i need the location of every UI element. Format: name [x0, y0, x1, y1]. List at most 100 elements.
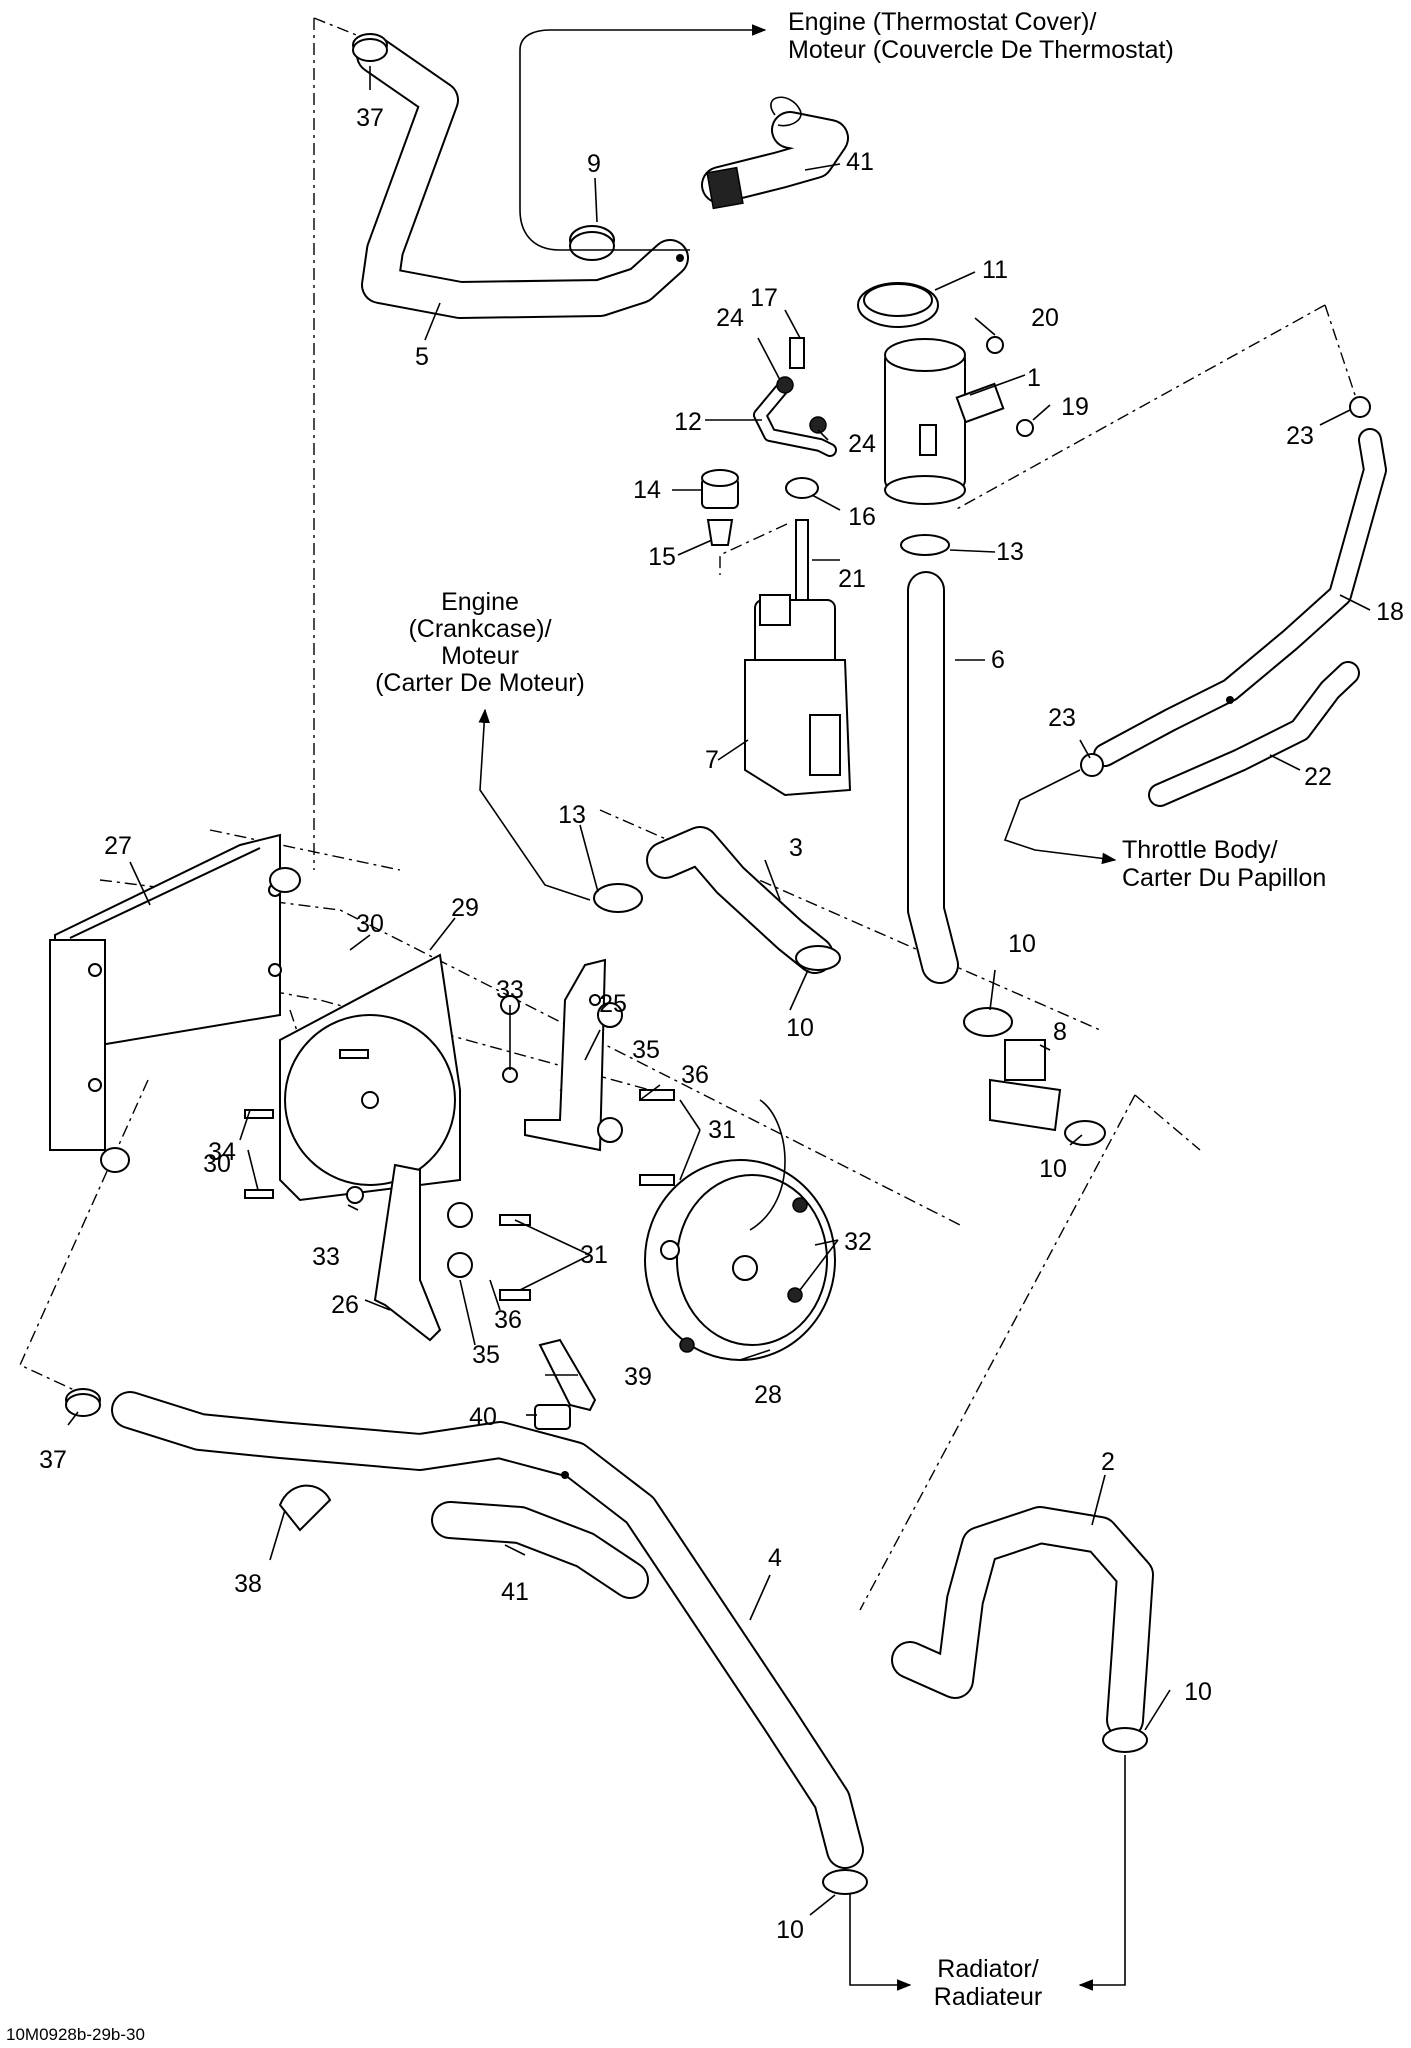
callout-38: 38 — [234, 1570, 262, 1598]
callout-12: 12 — [674, 408, 702, 436]
strainer-15 — [706, 519, 734, 546]
hose-6 — [907, 571, 959, 984]
hose-41-upper — [701, 111, 849, 210]
callouts: 37 41 9 5 11 17 20 24 1 19 12 24 23 14 1… — [39, 104, 1404, 1944]
hose-22 — [1148, 661, 1360, 807]
clamp-37-lower — [65, 1388, 101, 1417]
callout-33-lower: 33 — [312, 1243, 340, 1271]
cap-14 — [701, 469, 739, 509]
callout-14: 14 — [633, 476, 661, 504]
callout-31-upper: 31 — [708, 1116, 736, 1144]
fitting-17 — [789, 337, 805, 369]
hose-3 — [646, 826, 834, 974]
clamp-13-lower — [593, 883, 643, 913]
callout-41-lower: 41 — [501, 1578, 529, 1606]
fan-motor-28 — [644, 1099, 836, 1361]
dest-throttle-line1: Throttle Body/ — [1122, 836, 1278, 864]
dest-thermostat-line2: Moteur (Couvercle De Thermostat) — [788, 36, 1174, 64]
tee-8 — [989, 1039, 1062, 1132]
dest-radiator-line2: Radiateur — [934, 1983, 1042, 2011]
callout-36-upper: 36 — [681, 1061, 709, 1089]
callout-28: 28 — [754, 1381, 782, 1409]
callout-6: 6 — [991, 646, 1005, 674]
dest-crankcase-line4: (Carter De Moteur) — [375, 669, 585, 697]
callout-10-e: 10 — [776, 1916, 804, 1944]
callout-30-lower: 30 — [203, 1150, 231, 1178]
callout-11: 11 — [982, 256, 1008, 284]
bracket-25 — [524, 958, 607, 1152]
hose-18 — [1093, 428, 1387, 767]
screw-20 — [986, 336, 1004, 354]
leader-lines — [67, 66, 1371, 1916]
callout-35-lower: 35 — [472, 1341, 500, 1369]
hose-5 — [356, 36, 689, 319]
reservoir-7 — [744, 594, 852, 797]
callout-5: 5 — [415, 343, 429, 371]
clamp-23-upper — [1349, 396, 1371, 418]
grommet-16 — [785, 477, 819, 499]
callout-7: 7 — [705, 746, 719, 774]
callout-30-upper: 30 — [356, 910, 384, 938]
dashed-reference-lines — [19, 17, 1356, 1611]
callout-23-lower: 23 — [1048, 704, 1076, 732]
callout-23-upper: 23 — [1286, 422, 1314, 450]
callout-36-lower: 36 — [494, 1306, 522, 1334]
clamp-37-upper — [352, 33, 388, 62]
destination-crankcase: Engine (Crankcase)/ Moteur (Carter De Mo… — [375, 588, 585, 697]
callout-37-lower: 37 — [39, 1446, 67, 1474]
callout-16: 16 — [848, 503, 876, 531]
dest-crankcase-line1: Engine — [441, 588, 519, 616]
callout-3: 3 — [789, 834, 803, 862]
clamp-24-lower — [809, 416, 827, 434]
dest-throttle-line2: Carter Du Papillon — [1122, 864, 1326, 892]
callout-9: 9 — [587, 150, 601, 178]
callout-17: 17 — [750, 284, 778, 312]
clamp-41-upper — [770, 96, 802, 127]
callout-18: 18 — [1376, 598, 1404, 626]
clamp-23-lower — [1080, 753, 1104, 777]
hose-2 — [891, 1506, 1154, 1739]
callout-15: 15 — [648, 543, 676, 571]
clip-38 — [278, 1484, 332, 1532]
callout-19: 19 — [1061, 393, 1089, 421]
callout-10-d: 10 — [1184, 1678, 1212, 1706]
callout-24-upper: 24 — [716, 304, 744, 332]
callout-8: 8 — [1053, 1018, 1067, 1046]
dest-crankcase-line2: (Crankcase)/ — [408, 615, 551, 643]
callout-13-upper: 13 — [996, 538, 1024, 566]
callout-31-lower: 31 — [580, 1241, 608, 1269]
callout-25: 25 — [599, 990, 627, 1018]
callout-1: 1 — [1027, 364, 1041, 392]
bracket-26 — [373, 1163, 442, 1342]
grommets-33-35 — [346, 995, 623, 1278]
callout-2: 2 — [1101, 1448, 1115, 1476]
callout-20: 20 — [1031, 304, 1059, 332]
callout-10-a: 10 — [1008, 930, 1036, 958]
dest-radiator-line1: Radiator/ — [937, 1955, 1038, 1983]
callout-37-upper: 37 — [356, 104, 384, 132]
callout-29: 29 — [451, 894, 479, 922]
clamp-13-upper — [900, 534, 950, 556]
dest-crankcase-line3: Moteur — [441, 642, 519, 670]
clamp-24-upper — [776, 376, 794, 394]
callout-13-lower: 13 — [558, 801, 586, 829]
fan-shroud-29 — [279, 953, 461, 1202]
clamp-9 — [569, 225, 615, 261]
callout-41-upper: 41 — [846, 148, 874, 176]
destination-radiator: Radiator/ Radiateur — [934, 1955, 1042, 2011]
coolant-tank-1 — [884, 338, 1005, 505]
destination-thermostat: Engine (Thermostat Cover)/ Moteur (Couve… — [788, 8, 1174, 64]
callout-34: 34 — [208, 1138, 236, 1166]
callout-40: 40 — [469, 1403, 497, 1431]
destination-arrows — [478, 24, 1126, 1991]
hose-4 — [111, 1391, 864, 1869]
callout-4: 4 — [768, 1544, 782, 1572]
tube-21 — [795, 519, 809, 601]
callout-21: 21 — [838, 565, 866, 593]
callout-10-b: 10 — [786, 1014, 814, 1042]
destination-throttle-body: Throttle Body/ Carter Du Papillon — [1122, 836, 1326, 892]
dest-thermostat-line1: Engine (Thermostat Cover)/ — [788, 8, 1097, 36]
tube-12 — [753, 378, 837, 457]
radiator-cap-11 — [857, 282, 939, 328]
